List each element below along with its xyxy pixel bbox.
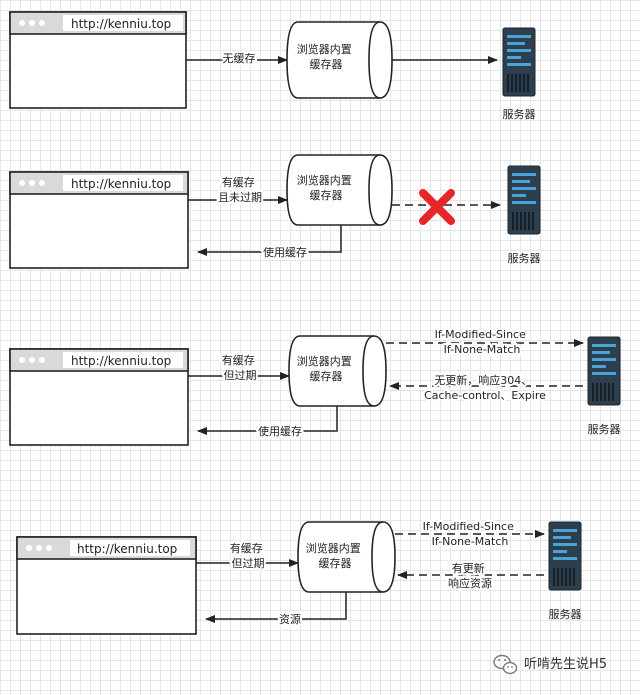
watermark: 听啃先生说H5 [493, 654, 607, 675]
url-text: http://kenniu.top [71, 354, 171, 368]
url-text: http://kenniu.top [71, 17, 171, 31]
request-label: 有缓存 但过期 [222, 353, 259, 382]
return-label: 使用缓存 [263, 245, 307, 259]
address-bar[interactable] [63, 352, 183, 368]
server-icon [587, 336, 621, 406]
resource-response-label: 有更新 响应资源 [448, 561, 492, 590]
window-dots-icon [19, 180, 45, 186]
cache-cylinder: 浏览器内置 缓存器 [297, 521, 396, 593]
return-arrow [205, 592, 347, 623]
blocked-x-icon [419, 189, 455, 225]
server-caption: 服务器 [508, 252, 541, 265]
window-dots-icon [26, 545, 52, 551]
scenario-no-cache: http://kenniu.top 无缓存 浏览器内置 缓存器 服务器 [9, 11, 536, 121]
conditional-request-label: If-Modified-Since If-None-Match [435, 328, 530, 356]
address-bar[interactable] [63, 15, 183, 31]
scenario-cache-valid: http://kenniu.top 有缓存 且未过期 浏览器内置 缓存器 服务器… [9, 154, 541, 269]
request-label: 无缓存 [223, 51, 256, 65]
browser-window: http://kenniu.top [9, 11, 187, 109]
cache-cylinder: 浏览器内置 缓存器 [286, 154, 393, 226]
server-caption: 服务器 [549, 608, 582, 621]
address-bar[interactable] [63, 175, 183, 191]
server-icon [502, 27, 536, 97]
return-arrow [197, 225, 342, 256]
wechat-icon [493, 654, 518, 675]
return-label: 资源 [279, 612, 301, 626]
svg-text:浏览器内置 缓存器: 浏览器内置 缓存器 [297, 354, 356, 383]
server-icon [548, 521, 582, 591]
svg-text:浏览器内置 缓存器: 浏览器内置 缓存器 [297, 42, 356, 71]
request-label: 有缓存 但过期 [230, 541, 267, 570]
not-modified-response-label: 无更新，响应304、 Cache-control、Expire [424, 373, 546, 402]
url-text: http://kenniu.top [77, 542, 177, 556]
url-text: http://kenniu.top [71, 177, 171, 191]
server-caption: 服务器 [503, 108, 536, 121]
address-bar[interactable] [70, 540, 190, 556]
browser-window: http://kenniu.top [16, 536, 197, 635]
watermark-text: 听啃先生说H5 [524, 656, 607, 672]
svg-text:浏览器内置 缓存器: 浏览器内置 缓存器 [306, 541, 365, 570]
browser-window: http://kenniu.top [9, 171, 189, 269]
svg-text:浏览器内置 缓存器: 浏览器内置 缓存器 [297, 173, 356, 202]
scenario-cache-expired-updated: http://kenniu.top 有缓存 但过期 浏览器内置 缓存器 If-M… [16, 518, 582, 635]
cache-cylinder: 浏览器内置 缓存器 [286, 21, 393, 99]
server-caption: 服务器 [588, 423, 621, 436]
return-arrow [197, 406, 338, 435]
scenario-cache-expired-304: http://kenniu.top 有缓存 但过期 浏览器内置 缓存器 If-M… [9, 326, 621, 446]
browser-window: http://kenniu.top [9, 348, 189, 446]
window-dots-icon [19, 20, 45, 26]
conditional-request-label: If-Modified-Since If-None-Match [423, 520, 518, 548]
server-icon [507, 165, 541, 235]
return-label: 使用缓存 [258, 424, 302, 438]
cache-cylinder: 浏览器内置 缓存器 [288, 335, 387, 407]
window-dots-icon [19, 357, 45, 363]
request-label: 有缓存 且未过期 [218, 175, 262, 204]
